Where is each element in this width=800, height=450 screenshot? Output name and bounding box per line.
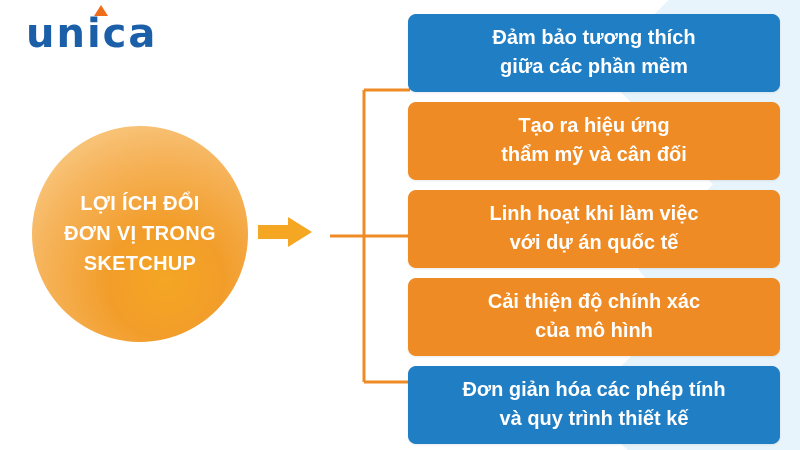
unica-logo: unica — [26, 5, 158, 57]
benefit-box: Tạo ra hiệu ứng thẩm mỹ và cân đối — [408, 102, 780, 180]
benefit-box-label: Tạo ra hiệu ứng thẩm mỹ và cân đối — [501, 115, 687, 166]
benefit-box: Đảm bảo tương thích giữa các phần mềm — [408, 14, 780, 92]
logo-wordmark: unica — [26, 11, 158, 57]
benefit-box-label: Cải thiện độ chính xác của mô hình — [487, 291, 701, 342]
arrow-right-icon — [258, 217, 312, 247]
benefit-box-label: Đảm bảo tương thích giữa các phần mềm — [492, 27, 696, 78]
benefit-box-label: Linh hoạt khi làm việc với dự án quốc tế — [489, 203, 699, 254]
center-node-label: LỢI ÍCH ĐỔI ĐƠN VỊ TRONG SKETCHUP — [64, 193, 216, 275]
center-node: LỢI ÍCH ĐỔI ĐƠN VỊ TRONG SKETCHUP — [32, 126, 248, 342]
benefit-box: Linh hoạt khi làm việc với dự án quốc tế — [408, 190, 780, 268]
benefit-box: Đơn giản hóa các phép tính và quy trình … — [408, 366, 780, 444]
logo-triangle-icon — [94, 5, 108, 16]
benefit-box: Cải thiện độ chính xác của mô hình — [408, 278, 780, 356]
connector-bracket — [330, 88, 410, 384]
benefit-box-label: Đơn giản hóa các phép tính và quy trình … — [462, 379, 726, 430]
